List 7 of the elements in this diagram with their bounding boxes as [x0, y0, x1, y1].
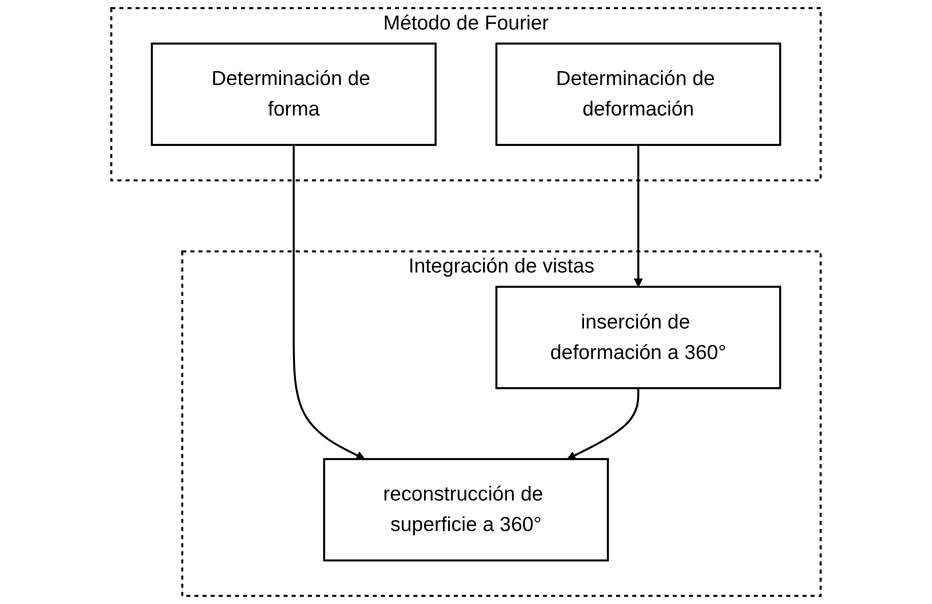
node-box: Determinación de forma [150, 42, 437, 146]
node-box: inserción de deformación a 360° [495, 286, 782, 390]
node-box: reconstrucción de superficie a 360° [323, 458, 609, 562]
node-box: Determinación de deformación [495, 42, 782, 146]
arrow [566, 388, 640, 460]
arrow [634, 144, 643, 288]
arrow [292, 144, 366, 460]
